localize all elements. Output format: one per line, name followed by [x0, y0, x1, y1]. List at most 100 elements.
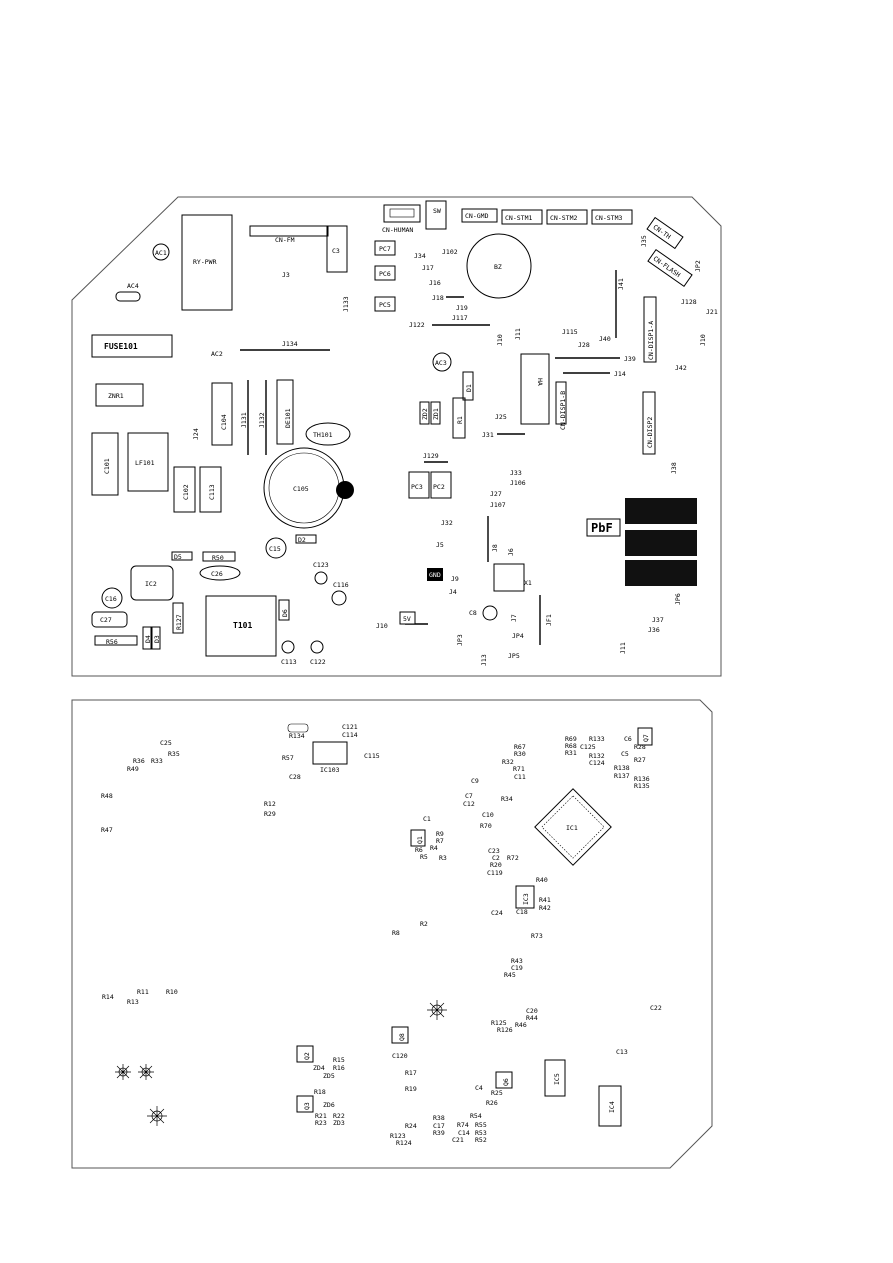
- r2-label: R2: [420, 920, 428, 928]
- mounting-hole-top: [427, 1000, 447, 1020]
- q8-transistor: [391, 1026, 409, 1044]
- c122-capacitor: [310, 640, 324, 654]
- j131-label: J131: [240, 412, 248, 428]
- gnd-pad: [427, 568, 443, 581]
- ic3-chip: [515, 885, 535, 909]
- c2-label: C2: [492, 854, 500, 862]
- j42-label: J42: [675, 364, 687, 372]
- pbf-mark: [586, 518, 621, 537]
- j24-label: J24: [192, 428, 200, 440]
- r28-label: R28: [634, 743, 646, 751]
- c8-label: C8: [469, 609, 477, 617]
- r134-label: R134: [289, 732, 305, 740]
- c124-label: C124: [589, 759, 605, 767]
- c22-label: C22: [650, 1004, 662, 1012]
- c26-capacitor: [199, 565, 241, 581]
- d5-diode: [171, 551, 193, 561]
- c104-label: C104: [220, 414, 228, 430]
- mounting-hole-left-2: [138, 1064, 154, 1080]
- c24-label: C24: [491, 909, 503, 917]
- x1-crystal: [493, 563, 525, 592]
- c16-capacitor: [101, 587, 123, 609]
- j18-label: J18: [432, 294, 444, 302]
- pc2-label: PC2: [433, 483, 445, 491]
- r8-label: R8: [392, 929, 400, 937]
- c116-label: C116: [333, 581, 349, 589]
- r36-label: R36: [133, 757, 145, 765]
- r126-label: R126: [497, 1026, 513, 1034]
- r33-label: R33: [151, 757, 163, 765]
- jp5-label: JP5: [508, 652, 520, 660]
- ic5-chip: [544, 1059, 566, 1097]
- r52-label: R52: [475, 1136, 487, 1144]
- r67-label: R67: [514, 743, 526, 751]
- pc2-optocoupler: [430, 471, 452, 499]
- c21-label: C21: [452, 1136, 464, 1144]
- fuse101-label: FUSE101: [104, 342, 138, 351]
- j107-label: J107: [490, 501, 506, 509]
- j35-label: J35: [640, 235, 648, 247]
- c14-label: C14: [458, 1129, 470, 1137]
- ic3-label: IC3: [522, 893, 530, 905]
- ac1-label: AC1: [155, 249, 167, 257]
- r27-label: R27: [634, 756, 646, 764]
- j17-label: J17: [422, 264, 434, 272]
- c3-capacitor: [326, 225, 348, 273]
- r68-label: R68: [565, 742, 577, 750]
- t101-transformer: [205, 595, 277, 657]
- zd2-zener: [419, 401, 430, 425]
- j19-label: J19: [456, 304, 468, 312]
- j106-label: J106: [510, 479, 526, 487]
- ic5-label: IC5: [553, 1073, 561, 1085]
- r10-label: R10: [166, 988, 178, 996]
- j9-label: J9: [451, 575, 459, 583]
- cn-stm3-label: CN-STM3: [595, 214, 622, 222]
- c15-capacitor: [265, 537, 287, 559]
- heatsink-pad-2: [625, 530, 697, 556]
- q6-label: Q6: [502, 1078, 510, 1086]
- r35-label: R35: [168, 750, 180, 758]
- j41-label: J41: [617, 278, 625, 290]
- cn-th-label: CN-TH: [651, 223, 672, 241]
- c102-capacitor: [173, 466, 196, 513]
- r31-label: R31: [565, 749, 577, 757]
- j28-label: J28: [578, 341, 590, 349]
- cn-disp2-label: CN-DISP2: [646, 417, 654, 448]
- ha-label: HA: [536, 378, 544, 386]
- c27-capacitor: [91, 611, 128, 628]
- ic103-regulator: [312, 741, 348, 765]
- r41-label: R41: [539, 896, 551, 904]
- r48-label: R48: [101, 792, 113, 800]
- r138-label: R138: [614, 764, 630, 772]
- bz-label: BZ: [494, 263, 502, 271]
- c113b-label: C113: [281, 658, 297, 666]
- j37-label: J37: [652, 616, 664, 624]
- r57-label: R57: [282, 754, 294, 762]
- bottom-board-outline: [71, 699, 713, 1169]
- ry-pwr-relay: [181, 214, 233, 311]
- r1-label: R1: [456, 416, 464, 424]
- r17-label: R17: [405, 1069, 417, 1077]
- j25-label: J25: [495, 413, 507, 421]
- r42-label: R42: [539, 904, 551, 912]
- r6-label: R6: [415, 846, 423, 854]
- j38-label: J38: [670, 462, 678, 474]
- r69-label: R69: [565, 735, 577, 743]
- cn-disp1-b-connector: [555, 381, 567, 425]
- top-board: CN-HUMAN SW CN-GMD CN-STM1 CN-STM2 CN-ST…: [71, 196, 722, 677]
- pbf-label: PbF: [591, 521, 613, 535]
- r46-label: R46: [515, 1021, 527, 1029]
- znr1-varistor: [95, 383, 144, 407]
- j3-label: J3: [282, 271, 290, 279]
- c105-polarity-mark: [336, 481, 354, 499]
- r21-label: R21: [315, 1112, 327, 1120]
- pc3-label: PC3: [411, 483, 423, 491]
- r32-label: R32: [502, 758, 514, 766]
- r14-label: R14: [102, 993, 114, 1001]
- d3-label: D3: [153, 635, 161, 643]
- d4-diode: [142, 626, 152, 650]
- 5v-test-point: [399, 611, 416, 625]
- r9-label: R9: [436, 830, 444, 838]
- j10-right-label: J10: [699, 334, 707, 346]
- cn-human-label: CN-HUMAN: [382, 226, 413, 234]
